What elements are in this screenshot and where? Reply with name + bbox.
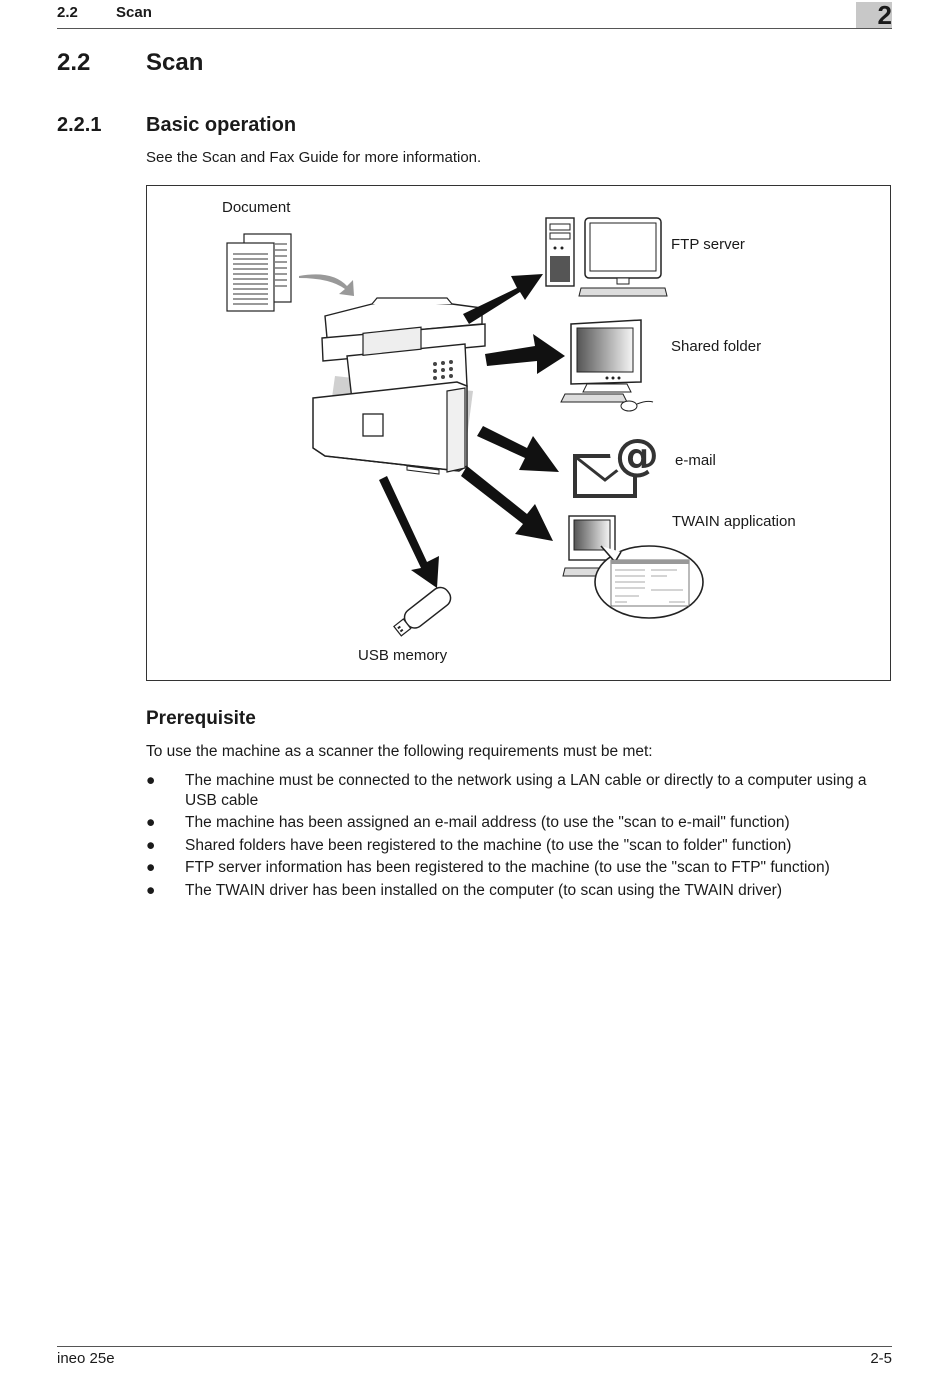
footer-rule	[57, 1346, 892, 1347]
label-document: Document	[222, 199, 291, 216]
arrow-to-ftp-icon	[463, 274, 543, 324]
list-item: ● The machine has been assigned an e-mai…	[146, 813, 892, 833]
list-item: ● FTP server information has been regist…	[146, 858, 892, 878]
twain-application-icon	[562, 515, 704, 619]
feed-arrow-icon	[299, 274, 354, 296]
scan-diagram: @	[226, 217, 704, 637]
requirements-list: ● The machine must be connected to the n…	[146, 771, 892, 903]
chapter-number: 2	[877, 0, 892, 30]
svg-text:@: @	[615, 430, 659, 481]
prerequisite-intro: To use the machine as a scanner the foll…	[146, 743, 653, 760]
document-icon	[226, 233, 292, 312]
arrow-to-twain-icon	[461, 466, 553, 541]
requirement-text: Shared folders have been registered to t…	[185, 836, 792, 854]
email-icon: @	[573, 429, 659, 498]
chapter-tab	[856, 2, 892, 28]
heading2-number: 2.2.1	[57, 114, 102, 136]
bullet-icon: ●	[146, 814, 156, 831]
bullet-icon: ●	[146, 881, 156, 899]
scan-destinations-figure: @ Document FTP se	[146, 185, 891, 681]
bullet-icon: ●	[146, 859, 156, 876]
list-item: ● Shared folders have been registered to…	[146, 836, 892, 856]
heading1-number: 2.2	[57, 49, 91, 76]
header-section-number: 2.2	[57, 4, 78, 21]
list-item: ● The machine must be connected to the n…	[146, 771, 892, 810]
header-rule	[57, 28, 892, 29]
label-email: e-mail	[675, 452, 716, 469]
requirement-text: FTP server information has been register…	[185, 859, 830, 876]
label-twain-application: TWAIN application	[672, 513, 796, 530]
requirement-text: The machine has been assigned an e-mail …	[185, 814, 790, 831]
arrow-to-usb-icon	[379, 476, 439, 588]
arrow-to-email-icon	[477, 426, 559, 472]
intro-text: See the Scan and Fax Guide for more info…	[146, 149, 482, 166]
list-item: ● The TWAIN driver has been installed on…	[146, 881, 892, 901]
bullet-icon: ●	[146, 836, 156, 854]
label-ftp-server: FTP server	[671, 236, 745, 253]
heading1-title: Scan	[146, 49, 204, 76]
heading2-title: Basic operation	[146, 114, 297, 136]
footer-page-number: 2-5	[870, 1350, 892, 1367]
arrow-to-folder-icon	[485, 334, 565, 374]
requirement-text: The machine must be connected to the net…	[185, 772, 867, 809]
label-usb-memory: USB memory	[358, 647, 448, 664]
prerequisite-heading: Prerequisite	[146, 708, 256, 729]
shared-folder-icon	[560, 319, 654, 412]
output-arrows	[379, 274, 565, 588]
ftp-server-icon	[545, 217, 668, 297]
requirement-text: The TWAIN driver has been installed on t…	[185, 881, 783, 899]
usb-memory-icon	[393, 586, 452, 637]
mfp-machine-icon	[312, 297, 486, 475]
label-shared-folder: Shared folder	[671, 338, 762, 355]
footer-product: ineo 25e	[57, 1350, 115, 1367]
header-section-title: Scan	[116, 4, 152, 21]
bullet-icon: ●	[146, 772, 156, 789]
